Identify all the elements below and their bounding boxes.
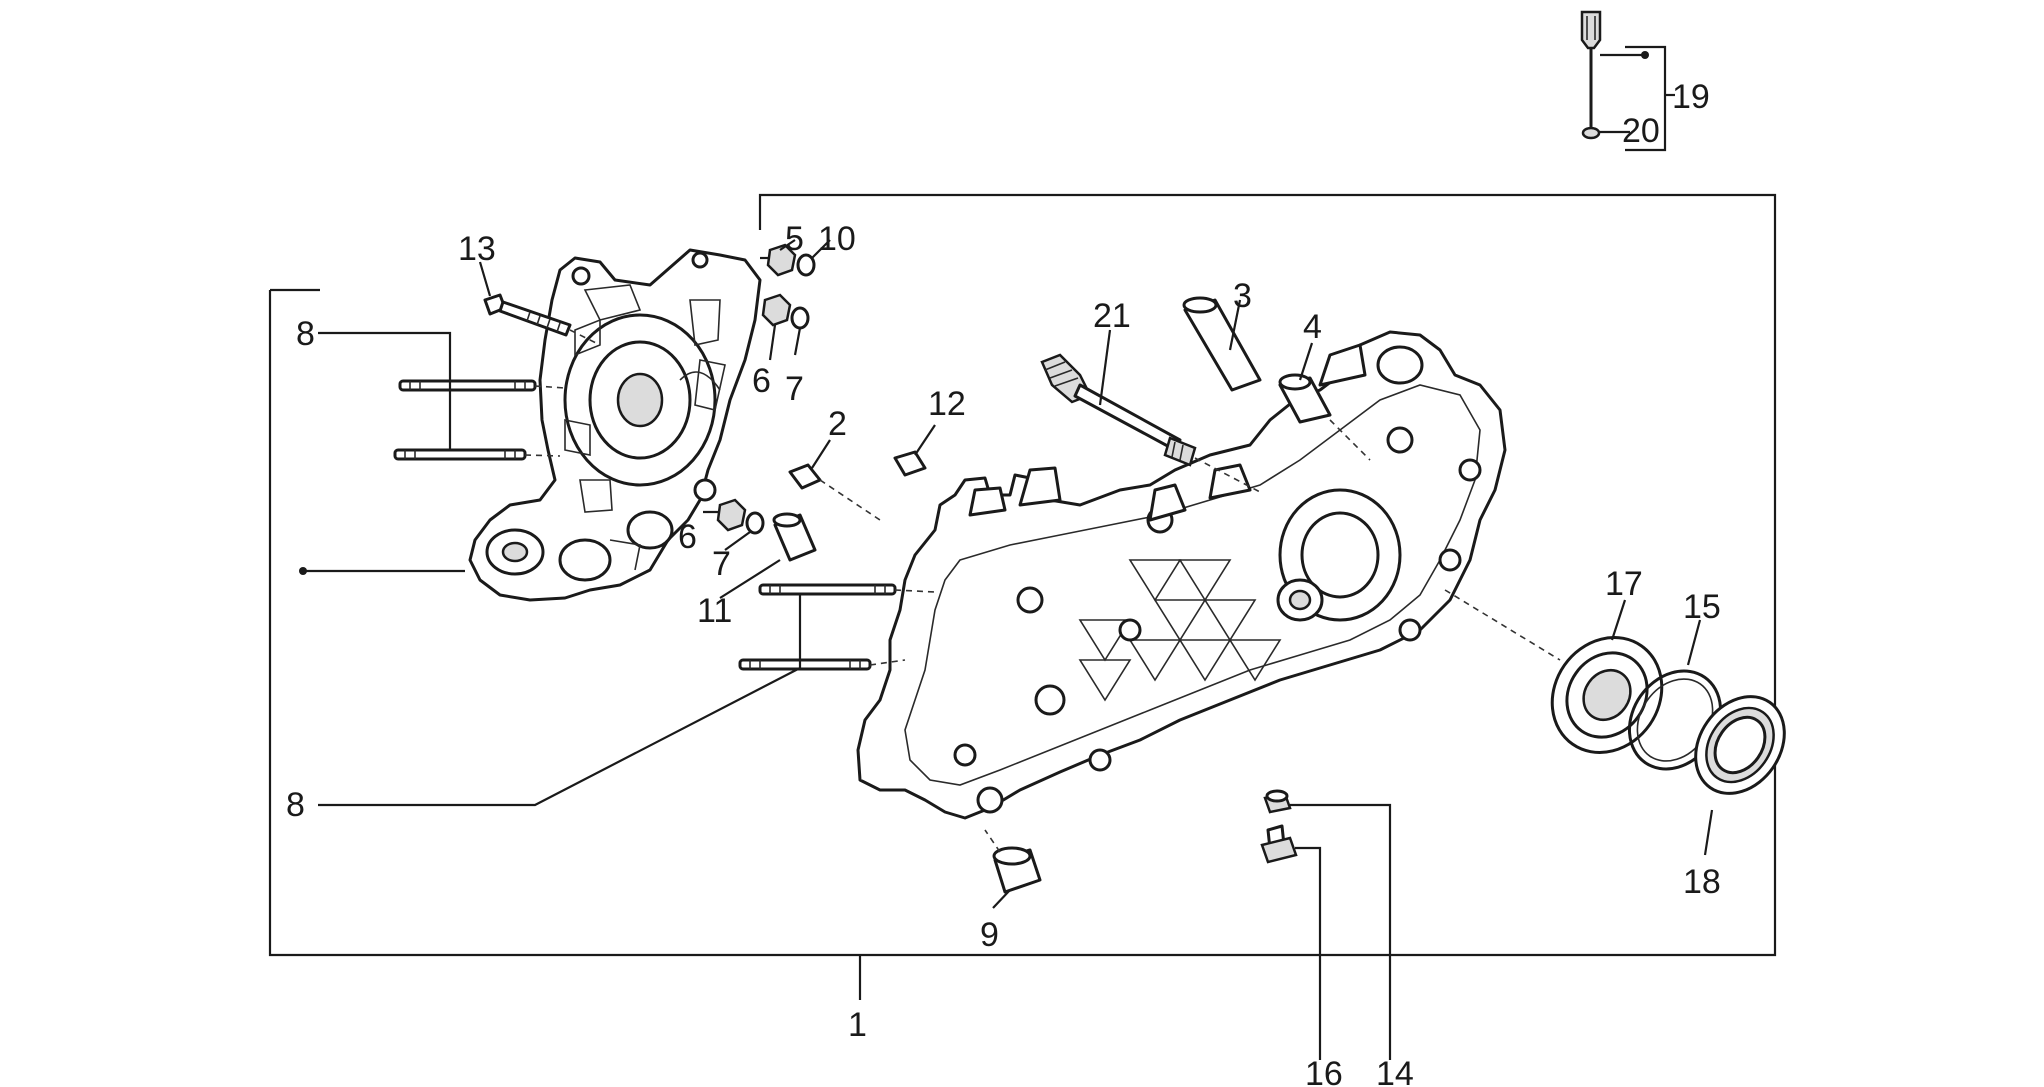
part-11-bushing — [719, 512, 817, 599]
callout-10: 10 — [818, 220, 856, 258]
callout-4: 4 — [1303, 308, 1322, 346]
callout-17: 17 — [1605, 565, 1643, 603]
assembly-bracket-main — [268, 193, 1777, 1000]
callout-1: 1 — [848, 1006, 867, 1044]
callout-6-upper: 6 — [752, 362, 771, 400]
part-17-bearing — [1444, 589, 1664, 754]
callout-18: 18 — [1683, 863, 1721, 901]
callout-5: 5 — [785, 220, 804, 258]
part-21-shaft-gear — [1040, 329, 1261, 493]
right-crankcase-half — [856, 330, 1507, 820]
part-4-bushing — [1278, 342, 1371, 461]
callout-8-lower: 8 — [286, 786, 305, 824]
part-16-screw — [1260, 824, 1322, 1060]
part-8-studs-lower — [318, 583, 936, 807]
callout-12: 12 — [928, 385, 966, 423]
callout-20: 20 — [1622, 112, 1660, 150]
part-12-dowel — [893, 424, 936, 477]
part-18-oil-seal — [1694, 695, 1786, 856]
dipstick-bracket — [1595, 45, 1675, 152]
parts-nut-washer-lower — [703, 498, 765, 551]
callout-15: 15 — [1683, 588, 1721, 626]
callout-3: 3 — [1233, 277, 1252, 315]
callout-7-lower: 7 — [712, 545, 731, 583]
callout-7-upper: 7 — [785, 370, 804, 408]
part-13-bolt — [478, 261, 601, 346]
part-14-plug — [1263, 789, 1392, 1060]
callout-9: 9 — [980, 916, 999, 954]
part-8-studs-upper — [318, 331, 566, 461]
left-crankcase-half — [468, 248, 762, 602]
callout-labels: 1 2 3 4 5 6 6 7 7 8 8 9 10 11 12 13 14 1… — [286, 78, 1721, 1087]
callout-6-lower: 6 — [678, 518, 697, 556]
callout-21: 21 — [1093, 297, 1131, 335]
callout-16: 16 — [1305, 1055, 1343, 1087]
part-9-bushing — [984, 829, 1042, 909]
parts-nuts-washers-upper — [760, 239, 831, 361]
left-leader-line — [299, 567, 465, 575]
callout-8-upper: 8 — [296, 315, 315, 353]
callout-2: 2 — [828, 405, 847, 443]
callout-13: 13 — [458, 230, 496, 268]
part-2-dowel — [788, 439, 881, 521]
dipstick-part — [1580, 10, 1602, 140]
callout-14: 14 — [1376, 1055, 1414, 1087]
callout-11: 11 — [697, 592, 732, 630]
part-3-pin — [1182, 296, 1262, 392]
callout-19: 19 — [1672, 78, 1710, 116]
